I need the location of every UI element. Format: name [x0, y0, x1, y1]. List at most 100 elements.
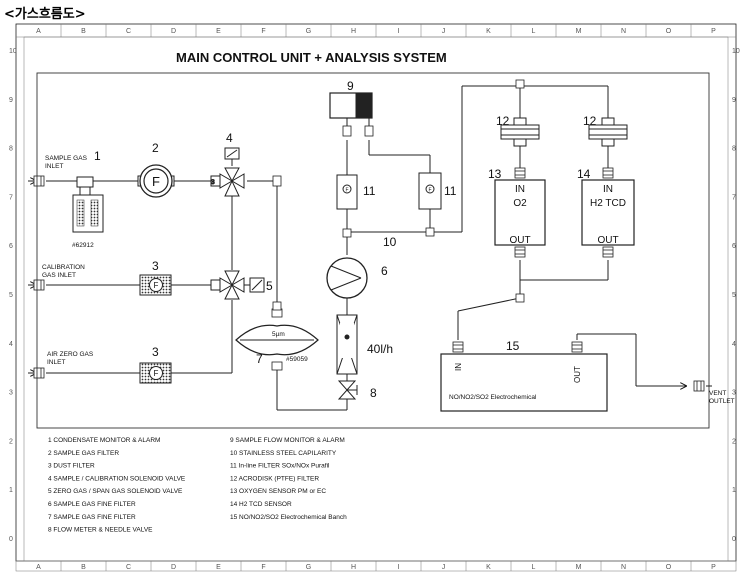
page-title: <가스흐름도> — [4, 7, 86, 22]
grid-column-label: L — [532, 564, 536, 571]
grid-row-label: 0 — [732, 536, 736, 543]
grid-row-label: 0 — [9, 536, 13, 543]
callout-11: 11 — [444, 184, 457, 198]
flow-meter — [336, 314, 358, 375]
sample-flow-monitor — [329, 92, 373, 126]
grid-column-label: J — [442, 28, 446, 35]
grid-row-label: 2 — [9, 438, 13, 445]
grid-row-label: 2 — [732, 438, 736, 445]
grid-column-label: E — [216, 564, 221, 571]
legend-item: 1 CONDENSATE MONITOR & ALARM — [48, 437, 160, 444]
grid-column-label: A — [36, 28, 41, 35]
callout-3: 3 — [152, 345, 159, 359]
h2-in-label: IN — [603, 184, 613, 195]
grid-column-label: G — [306, 564, 311, 571]
grid-column-label: N — [621, 28, 626, 35]
grid-column-label: K — [486, 564, 491, 571]
filter-letter: F — [345, 188, 348, 194]
callout-5: 5 — [266, 279, 273, 293]
grid-column-label: L — [532, 28, 536, 35]
zero-span-solenoid-valve — [210, 270, 265, 300]
sheet-title: MAIN CONTROL UNIT + ANALYSIS SYSTEM — [176, 50, 447, 65]
grid-column-label: D — [171, 564, 176, 571]
grid-row-label: 10 — [9, 48, 17, 55]
grid-row-label: 4 — [9, 341, 13, 348]
fittings — [33, 79, 705, 392]
bench-out-label: OUT — [573, 366, 582, 383]
inline-filter-right: F — [418, 172, 442, 210]
grid-row-label: 9 — [9, 97, 13, 104]
legend-item: 6 SAMPLE GAS FINE FILTER — [48, 501, 136, 508]
part-number-59059: #59059 — [286, 356, 308, 363]
callout-10: 10 — [383, 235, 397, 249]
grid-column-label: O — [666, 564, 672, 571]
grid-column-label: K — [486, 28, 491, 35]
grid-column-label: G — [306, 28, 311, 35]
part-number-62912: #62912 — [72, 242, 94, 249]
grid-row-label: 8 — [732, 146, 736, 153]
dust-filter-zero: F — [139, 362, 172, 384]
filter-letter: F — [428, 188, 431, 194]
grid-column-label: I — [398, 564, 400, 571]
legend-left: 1 CONDENSATE MONITOR & ALARM 2 SAMPLE GAS… — [48, 437, 186, 534]
acrodisk-filter-o2 — [500, 117, 540, 147]
bench-in-label: IN — [454, 363, 463, 371]
legend-item: 3 DUST FILTER — [48, 463, 95, 470]
grid-column-label: C — [126, 564, 131, 571]
callout-8: 8 — [370, 386, 377, 400]
callout-7: 7 — [256, 352, 263, 366]
h2-tcd-sensor: IN H2 TCD OUT — [581, 179, 635, 246]
legend-item: 12 ACRODISK (PTFE) FILTER — [230, 475, 319, 482]
grid-row-label: 4 — [732, 341, 736, 348]
grid-row-label: 1 — [9, 487, 13, 494]
grid-column-label: I — [398, 28, 400, 35]
o2-out-label: OUT — [509, 235, 530, 246]
sample-pump — [326, 257, 368, 299]
grid-row-label: 3 — [732, 390, 736, 397]
dust-filter-calibration: F — [139, 274, 172, 296]
callout-12: 12 — [496, 114, 510, 128]
fine-filter-7: 5µm #59059 — [235, 324, 319, 363]
grid-column-label: J — [442, 564, 446, 571]
grid-row-label: 1 — [732, 487, 736, 494]
grid-column-label: F — [261, 564, 265, 571]
legend-item: 8 FLOW METER & NEEDLE VALVE — [48, 527, 153, 534]
svg-text:3: 3 — [211, 179, 215, 186]
legend-item: 15 NO/NO2/SO2 Electrochemical Banch — [230, 514, 347, 521]
legend-item: 9 SAMPLE FLOW MONITOR & ALARM — [230, 437, 345, 444]
grid-column-label: B — [81, 564, 86, 571]
callout-14: 14 — [577, 167, 591, 181]
legend-item: 2 SAMPLE GAS FILTER — [48, 450, 119, 457]
filter-letter: F — [154, 369, 159, 378]
condensate-monitor: #62912 — [72, 176, 104, 249]
grid-column-label: M — [576, 28, 582, 35]
legend-item: 13 OXYGEN SENSOR PM or EC — [230, 488, 326, 495]
needle-valve — [337, 380, 358, 400]
h2-out-label: OUT — [597, 235, 618, 246]
filter-letter: F — [154, 281, 159, 290]
grid-column-label: H — [351, 28, 356, 35]
grid-row-label: 5 — [732, 292, 736, 299]
filter-letter: F — [152, 174, 160, 189]
callout-6: 6 — [381, 264, 388, 278]
grid-column-label: A — [36, 564, 41, 571]
sample-gas-filter: F — [137, 164, 175, 198]
callout-numbers: 1 2 3 3 4 5 6 7 8 9 10 11 11 12 12 13 14… — [94, 79, 597, 400]
svg-text:5µm: 5µm — [272, 331, 285, 338]
callout-12: 12 — [583, 114, 597, 128]
oxygen-sensor: IN O2 OUT — [494, 179, 546, 246]
grid-row-label: 3 — [9, 390, 13, 397]
o2-in-label: IN — [515, 184, 525, 195]
grid-column-label: C — [126, 28, 131, 35]
flow-rate-label: 40l/h — [367, 342, 393, 356]
callout-2: 2 — [152, 141, 159, 155]
grid-column-label: H — [351, 564, 356, 571]
legend-item: 11 In-line FILTER SOx/NOx Purafil — [230, 463, 330, 470]
